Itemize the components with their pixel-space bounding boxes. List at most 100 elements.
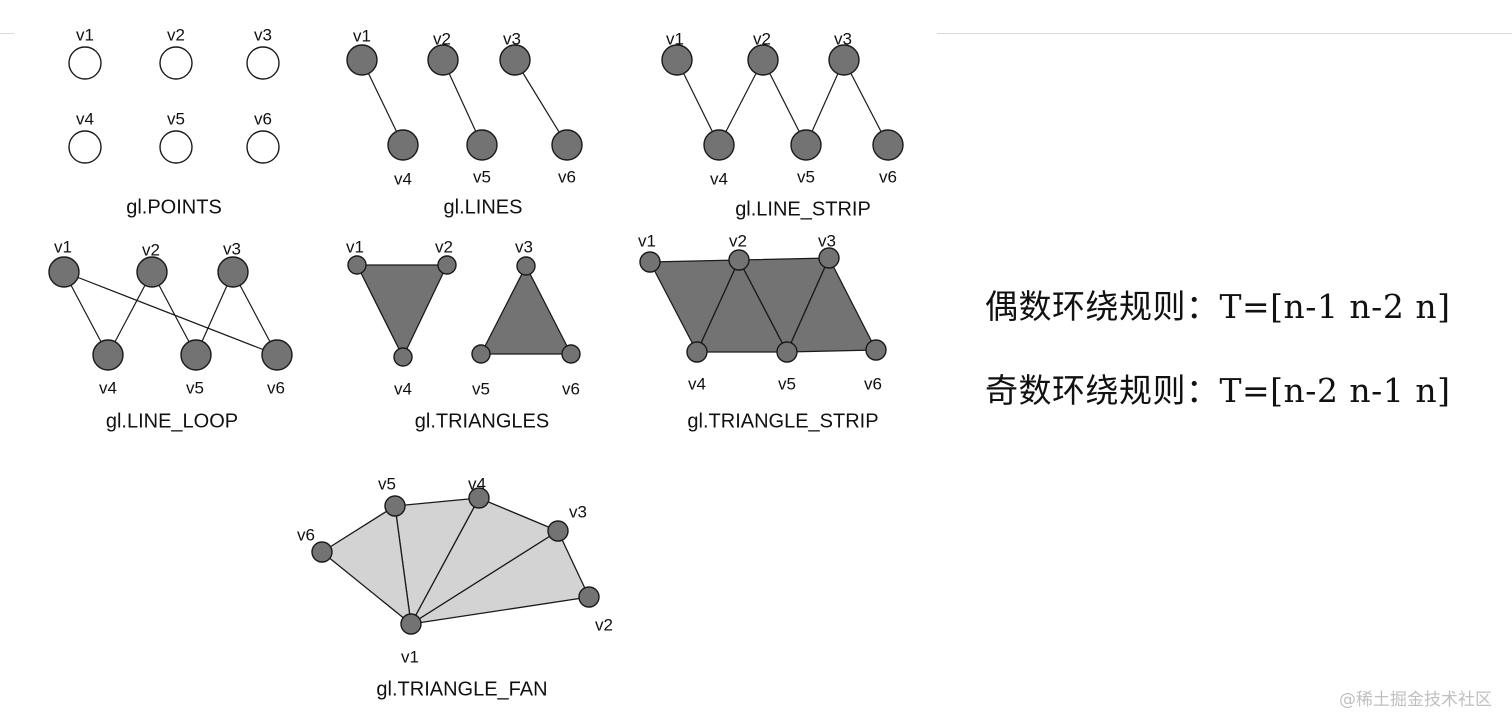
triangle-fan-label-v2: v2	[595, 615, 613, 634]
lines-label-v2: v2	[433, 29, 451, 48]
triangle-fan-label-v3: v3	[569, 502, 587, 521]
triangles-label-v5: v5	[472, 379, 490, 398]
line-strip-segment-1	[676, 59, 720, 146]
points-label-v2: v2	[167, 25, 185, 44]
triangles-vertex-v3	[516, 256, 536, 276]
points-label-v1: v1	[76, 25, 94, 44]
triangle-fan-title: gl.TRIANGLE_FAN	[376, 678, 547, 700]
triangle-strip-title: gl.TRIANGLE_STRIP	[687, 410, 878, 432]
points-title: gl.POINTS	[126, 196, 222, 218]
points-vertex-v4	[68, 130, 102, 164]
points-vertex-v2	[159, 46, 193, 80]
lines-segment-1	[361, 59, 404, 146]
triangle-fan-vertex-v5	[384, 495, 406, 517]
line-loop-label-v5: v5	[186, 378, 204, 397]
points-label-v6: v6	[254, 109, 272, 128]
triangles-label-v1: v1	[346, 237, 364, 256]
line-strip-title: gl.LINE_STRIP	[735, 198, 871, 220]
triangle-fan-label-v1: v1	[401, 647, 419, 666]
triangle-fan-vertex-v4	[468, 487, 490, 509]
line-strip-label-v5: v5	[797, 167, 815, 186]
divider-line	[0, 33, 14, 34]
triangle-strip-triangle-4	[786, 257, 877, 353]
line-strip-label-v1: v1	[666, 29, 684, 48]
line-strip-segment-2	[718, 59, 764, 146]
line-loop-vertex-v1	[48, 256, 80, 288]
triangle-strip-vertex-v3	[818, 247, 840, 269]
points-label-v5: v5	[167, 109, 185, 128]
triangles-title: gl.TRIANGLES	[415, 410, 549, 432]
triangle-fan-label-v5: v5	[378, 474, 396, 493]
triangle-strip-label-v3: v3	[818, 231, 836, 250]
line-strip-vertex-v5	[790, 129, 822, 161]
line-loop-title: gl.LINE_LOOP	[106, 410, 238, 432]
line-strip-vertex-v4	[703, 129, 735, 161]
triangle-strip-label-v2: v2	[729, 231, 747, 250]
points-vertex-v6	[246, 130, 280, 164]
triangles-vertex-v5	[471, 344, 491, 364]
triangles-label-v2: v2	[435, 237, 453, 256]
line-loop-label-v1: v1	[54, 237, 72, 256]
line-strip-vertex-v6	[872, 129, 904, 161]
points-vertex-v1	[68, 46, 102, 80]
line-loop-segment-6	[63, 271, 278, 356]
lines-label-v6: v6	[558, 167, 576, 186]
line-strip-vertex-v1	[661, 44, 693, 76]
line-loop-label-v2: v2	[142, 240, 160, 259]
triangles-vertex-v1	[347, 255, 367, 275]
lines-vertex-v5	[466, 129, 498, 161]
watermark: @稀土掘金技术社区	[1339, 690, 1492, 710]
triangle-fan-vertex-v3	[547, 520, 569, 542]
lines-label-v5: v5	[473, 167, 491, 186]
lines-title: gl.LINES	[444, 196, 523, 218]
triangle-fan-vertex-v1	[400, 613, 422, 635]
line-loop-label-v4: v4	[99, 378, 117, 397]
triangle-strip-label-v1: v1	[638, 231, 656, 250]
line-strip-segment-5	[843, 59, 889, 146]
triangle-fan-vertex-v6	[311, 541, 333, 563]
triangles-label-v6: v6	[562, 379, 580, 398]
triangle-fan-label-v6: v6	[297, 525, 315, 544]
triangles-vertex-v4	[393, 347, 413, 367]
points-vertex-v3	[246, 46, 280, 80]
triangles-label-v4: v4	[394, 379, 412, 398]
lines-vertex-v1	[346, 44, 378, 76]
points-label-v3: v3	[254, 25, 272, 44]
line-loop-label-v3: v3	[223, 239, 241, 258]
triangle-strip-vertex-v2	[728, 249, 750, 271]
divider-line	[937, 33, 1512, 34]
line-loop-label-v6: v6	[267, 378, 285, 397]
lines-vertex-v2	[427, 44, 459, 76]
line-strip-label-v3: v3	[834, 29, 852, 48]
triangle-strip-vertex-v6	[865, 339, 887, 361]
line-loop-vertex-v5	[180, 339, 212, 371]
triangles-triangle-2	[480, 265, 572, 355]
line-loop-vertex-v3	[217, 256, 249, 288]
triangle-strip-vertex-v1	[639, 251, 661, 273]
line-loop-vertex-v6	[261, 339, 293, 371]
line-strip-vertex-v3	[828, 44, 860, 76]
line-loop-vertex-v2	[136, 256, 168, 288]
lines-label-v3: v3	[503, 29, 521, 48]
lines-vertex-v4	[387, 129, 419, 161]
triangle-fan-triangle-4	[321, 505, 412, 625]
triangle-strip-label-v6: v6	[864, 374, 882, 393]
line-loop-vertex-v4	[92, 339, 124, 371]
lines-label-v4: v4	[394, 169, 412, 188]
triangles-vertex-v2	[437, 255, 457, 275]
triangles-label-v3: v3	[515, 237, 533, 256]
line-strip-label-v4: v4	[710, 169, 728, 188]
line-strip-segment-3	[762, 59, 807, 146]
odd-winding-rule: 奇数环绕规则：T=[n-2 n-1 n]	[985, 371, 1451, 410]
triangles-vertex-v6	[561, 344, 581, 364]
points-label-v4: v4	[76, 109, 94, 128]
triangle-strip-vertex-v4	[686, 341, 708, 363]
lines-label-v1: v1	[353, 26, 371, 45]
points-vertex-v5	[159, 130, 193, 164]
line-strip-label-v2: v2	[753, 29, 771, 48]
lines-segment-3	[514, 59, 568, 146]
triangles-triangle-1	[356, 264, 448, 358]
triangle-strip-vertex-v5	[776, 341, 798, 363]
even-winding-rule: 偶数环绕规则：T=[n-1 n-2 n]	[985, 287, 1451, 326]
